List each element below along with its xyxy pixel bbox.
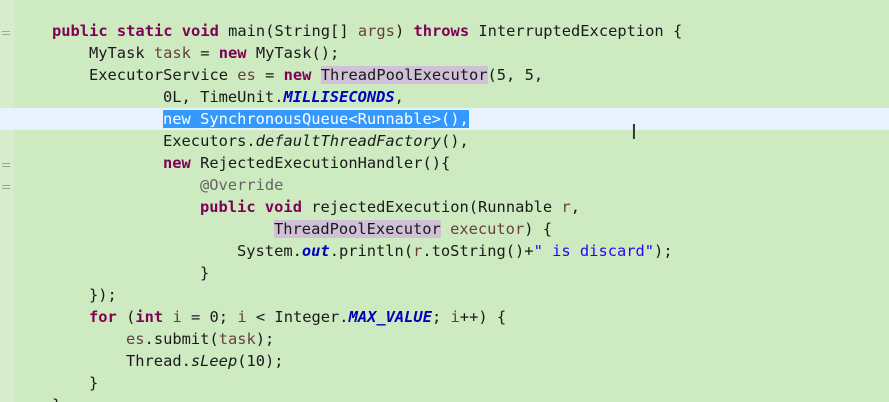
code-token: , — [570, 198, 580, 216]
code-token: main(String[] — [218, 22, 358, 40]
code-token — [108, 22, 117, 40]
code-line[interactable]: } — [0, 372, 889, 394]
code-token: es — [237, 66, 256, 84]
fold-marker-icon[interactable] — [2, 163, 10, 167]
code-token: new SynchronousQueue<Runnable>(), — [163, 110, 469, 128]
code-token: = — [190, 44, 219, 62]
code-token: InterruptedException { — [469, 22, 683, 40]
code-token: = 0; — [181, 308, 238, 326]
code-token: ThreadPoolExecutor — [274, 220, 441, 238]
code-area[interactable]: public static void main(String[] args) t… — [0, 20, 889, 402]
code-token: throws — [413, 22, 470, 40]
code-line[interactable]: ExecutorService es = new ThreadPoolExecu… — [0, 64, 889, 86]
code-token: < Integer. — [246, 308, 349, 326]
code-token: ) { — [524, 220, 553, 238]
code-token: .submit( — [144, 330, 219, 348]
code-token: ExecutorService — [89, 66, 238, 84]
code-token: .println( — [329, 242, 414, 260]
code-token: void — [264, 198, 302, 216]
code-token: 0L, TimeUnit. — [163, 88, 284, 106]
code-token: , — [394, 88, 404, 106]
code-line[interactable]: public void rejectedExecution(Runnable r… — [0, 196, 889, 218]
code-token: (), — [441, 132, 469, 150]
code-line[interactable]: Thread.sLeep(10); — [0, 350, 889, 372]
code-line[interactable]: }); — [0, 284, 889, 306]
code-token: ++) { — [459, 308, 507, 326]
code-token: MyTask(); — [246, 44, 340, 62]
code-token: out — [301, 242, 330, 260]
code-token — [256, 198, 265, 216]
code-token: @Override — [200, 176, 284, 194]
code-token: rejectedExecution(Runnable — [301, 198, 562, 216]
code-token: } — [89, 374, 99, 392]
code-token: ); — [654, 242, 673, 260]
code-token: Thread. — [126, 352, 191, 370]
code-token: } — [52, 396, 61, 402]
code-token: r — [561, 198, 571, 216]
code-token: public — [52, 22, 108, 40]
code-token: MAX_VALUE — [348, 308, 432, 326]
code-token: task — [153, 44, 191, 62]
code-line[interactable]: Executors.defaultThreadFactory(), — [0, 130, 889, 152]
code-token: static — [116, 22, 173, 40]
code-token: MILLISECONDS — [283, 88, 395, 106]
editor-gutter — [0, 0, 14, 402]
code-token: sLeep — [190, 352, 238, 370]
code-line[interactable]: } — [0, 394, 889, 402]
code-line[interactable]: new RejectedExecutionHandler(){ — [0, 152, 889, 174]
code-line[interactable]: @Override — [0, 174, 889, 196]
code-token: RejectedExecutionHandler(){ — [190, 154, 451, 172]
code-token: ; — [431, 308, 451, 326]
code-token: ThreadPoolExecutor — [320, 66, 488, 84]
code-token: new — [218, 44, 247, 62]
code-token: for — [89, 308, 117, 326]
code-token: new — [283, 66, 312, 84]
code-line[interactable]: new SynchronousQueue<Runnable>(), — [0, 108, 889, 130]
code-token: " is discard" — [533, 242, 655, 260]
code-line[interactable]: for (int i = 0; i < Integer.MAX_VALUE; i… — [0, 306, 889, 328]
fold-marker-icon[interactable] — [2, 185, 10, 189]
code-token: (10); — [237, 352, 284, 370]
code-token: i — [237, 308, 247, 326]
code-line[interactable]: ThreadPoolExecutor executor) { — [0, 218, 889, 240]
code-token — [441, 220, 450, 238]
code-token: public — [200, 198, 256, 216]
code-token — [311, 66, 320, 84]
code-token: args — [357, 22, 395, 40]
code-token: .toString()+ — [422, 242, 534, 260]
code-line[interactable]: 0L, TimeUnit.MILLISECONDS, — [0, 86, 889, 108]
code-token: i — [450, 308, 460, 326]
code-token: r — [413, 242, 423, 260]
code-token: defaultThreadFactory — [255, 132, 441, 150]
code-line[interactable]: es.submit(task); — [0, 328, 889, 350]
code-token: (5, 5, — [487, 66, 544, 84]
code-token: es — [126, 330, 145, 348]
fold-marker-icon[interactable] — [2, 31, 10, 35]
code-token: Executors. — [163, 132, 256, 150]
code-token: } — [200, 264, 210, 282]
code-token — [173, 22, 182, 40]
code-token: }); — [89, 286, 117, 304]
code-token: ) — [394, 22, 414, 40]
code-token: int — [135, 308, 164, 326]
code-token: new — [163, 154, 191, 172]
code-token: task — [218, 330, 256, 348]
code-token: System. — [237, 242, 302, 260]
code-token: MyTask — [89, 44, 154, 62]
code-token: i — [172, 308, 182, 326]
code-line[interactable]: } — [0, 262, 889, 284]
text-cursor-icon: I — [631, 120, 637, 144]
code-token: ); — [255, 330, 275, 348]
code-line[interactable]: System.out.println(r.toString()+" is dis… — [0, 240, 889, 262]
code-token: void — [181, 22, 219, 40]
code-token: = — [255, 66, 284, 84]
code-line[interactable]: public static void main(String[] args) t… — [0, 20, 889, 42]
code-token: ( — [116, 308, 136, 326]
code-token: executor — [450, 220, 525, 238]
code-line[interactable]: MyTask task = new MyTask(); — [0, 42, 889, 64]
